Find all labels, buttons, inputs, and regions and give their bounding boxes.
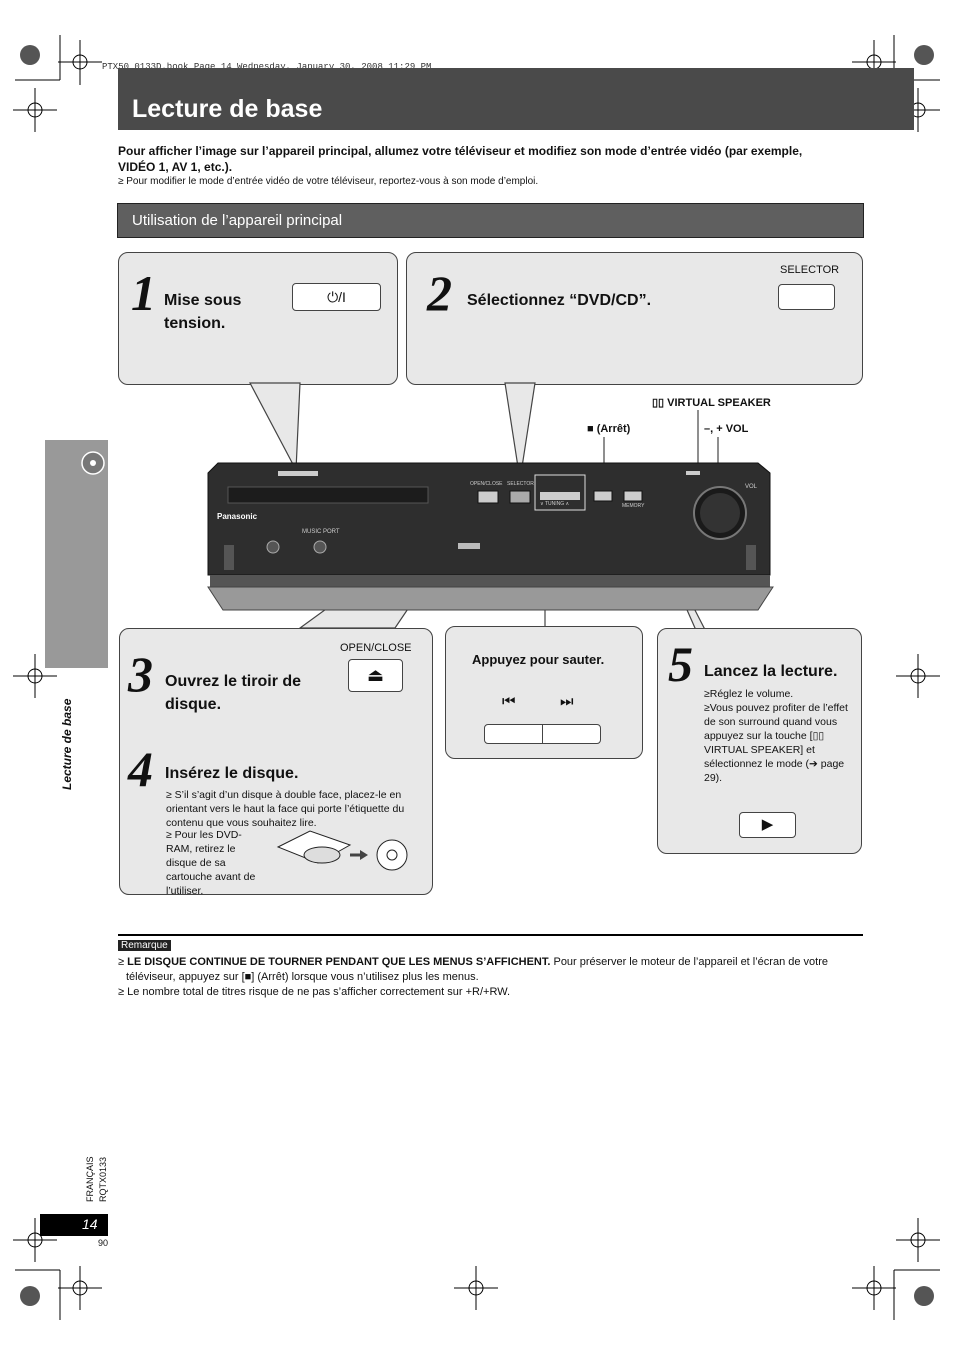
page-title: Lecture de base: [132, 95, 323, 123]
step-5-text: Lancez la lecture.: [704, 663, 838, 680]
step-5-number: 5: [668, 636, 693, 692]
vol-label: –, + VOL: [704, 423, 749, 435]
step-5-bullet-2: ≥Vous pouvez profiter de l’effet de son …: [704, 702, 848, 784]
remarks-divider: [118, 934, 863, 936]
skip-next-button[interactable]: [542, 724, 601, 744]
file-header: PTX50_0133D.book Page 14 Wednesday, Janu…: [102, 62, 432, 72]
remark-item: ≥ LE DISQUE CONTINUE DE TOURNER PENDANT …: [118, 956, 829, 983]
step-4-text: Insérez le disque.: [165, 765, 299, 782]
device-selector-label: SELECTOR: [507, 481, 534, 487]
power-button[interactable]: ⏻/I: [292, 283, 381, 311]
section-header: Utilisation de l’appareil principal: [117, 203, 864, 238]
intro-text: Pour afficher l’image sur l’appareil pri…: [118, 144, 803, 174]
step-4-bullet-2: ≥ Pour les DVD-RAM, retirez le disque de…: [166, 829, 256, 897]
device-tuning-label: ∨ TUNING ∧: [540, 501, 570, 507]
step-5-bubble: 5 Lancez la lecture. ≥Réglez le volume. …: [657, 628, 862, 854]
sidebar-label: Lecture de base: [60, 698, 74, 790]
device-memory-label: MEMORY: [622, 503, 645, 509]
footer-language: FRANÇAIS: [85, 1156, 95, 1202]
sub-page-number: 90: [98, 1238, 109, 1248]
brand-label: Panasonic: [217, 512, 258, 521]
device-illustration: [207, 462, 774, 611]
step-2-number: 2: [427, 265, 452, 321]
intro-note: ≥ Pour modifier le mode d’entrée vidéo d…: [118, 176, 539, 187]
device-vol-label: VOL: [745, 484, 758, 490]
step-3-4-bubble: 3 Ouvrez le tiroir de disque. OPEN/CLOSE…: [119, 628, 433, 897]
remark-1-text: Pour préserver le moteur de l’appareil e…: [126, 956, 829, 983]
next-icon: ⏭: [560, 693, 574, 710]
step-2-text: Sélectionnez “DVD/CD”.: [467, 292, 652, 309]
open-close-label: OPEN/CLOSE: [340, 642, 412, 654]
step-3-number: 3: [128, 646, 153, 702]
side-tab: [45, 440, 108, 668]
open-close-button[interactable]: ⏏: [348, 659, 403, 692]
remarks-list: ≥ LE DISQUE CONTINUE DE TOURNER PENDANT …: [118, 955, 858, 1000]
footer-code: RQTX0133: [98, 1156, 108, 1202]
device-open-close-label: OPEN/CLOSE: [470, 481, 503, 487]
page-number-box: 14: [40, 1214, 108, 1236]
remark-tag: Remarque: [118, 940, 171, 951]
step-4-bullet-1: ≥ S’il s’agit d’un disque à double face,…: [166, 789, 405, 829]
title-bar: Lecture de base: [118, 68, 914, 130]
step-5-bullet-1: ≥Réglez le volume.: [704, 688, 794, 700]
music-port-label: MUSIC PORT: [302, 529, 340, 535]
skip-prev-button[interactable]: [484, 724, 543, 744]
play-button[interactable]: ▶: [739, 812, 796, 838]
disc-cartridge-icon: [276, 830, 408, 871]
page-number: 14: [82, 1216, 98, 1232]
virtual-speaker-label: ▯▯ VIRTUAL SPEAKER: [652, 397, 771, 409]
skip-text: Appuyez pour sauter.: [472, 652, 605, 667]
selector-button[interactable]: [778, 284, 835, 310]
remark-2-text: Le nombre total de titres risque de ne p…: [127, 986, 511, 998]
remark-1-bold: LE DISQUE CONTINUE DE TOURNER PENDANT QU…: [127, 956, 551, 968]
stop-label: ■ (Arrêt): [587, 423, 631, 435]
section-title: Utilisation de l’appareil principal: [132, 212, 343, 229]
step-4-number: 4: [128, 741, 153, 797]
skip-bubble: Appuyez pour sauter. ⏮ ⏭: [445, 626, 643, 759]
step-2-bubble: 2 Sélectionnez “DVD/CD”. SELECTOR: [406, 252, 863, 385]
selector-label: SELECTOR: [780, 264, 840, 276]
step-3-text: Ouvrez le tiroir de disque.: [165, 673, 302, 713]
step-1-text: Mise sous tension.: [164, 292, 242, 332]
disc-icon: [81, 451, 105, 475]
step-1-number: 1: [131, 265, 156, 321]
remark-item: ≥ Le nombre total de titres risque de ne…: [118, 986, 511, 998]
step-1-bubble: 1 Mise sous tension. ⏻/I: [118, 252, 398, 385]
prev-icon: ⏮: [502, 693, 516, 710]
